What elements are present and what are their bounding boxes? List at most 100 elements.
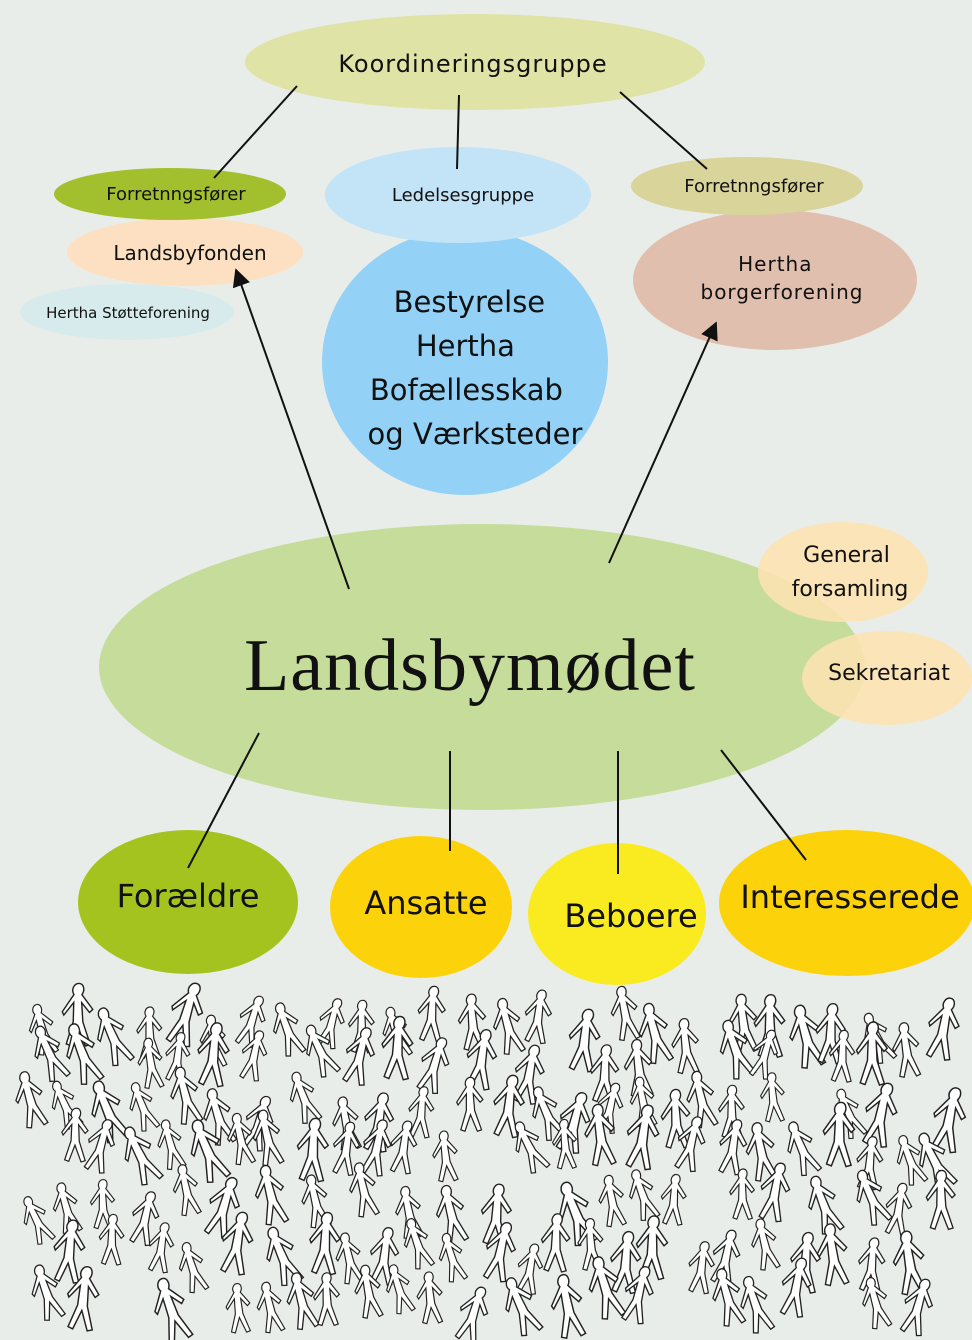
koordineringsgruppe-node bbox=[245, 14, 705, 110]
connector-koordinering-ledelses bbox=[456, 94, 460, 170]
interesserede-node bbox=[719, 830, 972, 976]
forretningsforer-left-label: Forretnngsfører bbox=[106, 184, 246, 205]
person-figure-icon bbox=[861, 1082, 898, 1148]
person-figure-icon bbox=[787, 1121, 823, 1177]
person-figure-icon bbox=[256, 1281, 286, 1334]
person-figure-icon bbox=[123, 1126, 165, 1186]
person-figure-icon bbox=[83, 1119, 116, 1174]
borgerforening-line-2: borgerforening bbox=[701, 280, 864, 304]
person-figure-icon bbox=[660, 1173, 687, 1226]
person-figure-icon bbox=[66, 1023, 105, 1085]
ledelsesgruppe-node bbox=[325, 147, 591, 243]
person-figure-icon bbox=[172, 1164, 202, 1217]
person-figure-icon bbox=[625, 1104, 660, 1171]
person-figure-icon bbox=[349, 1162, 381, 1218]
person-figure-icon bbox=[289, 1071, 323, 1124]
person-figure-icon bbox=[381, 1015, 414, 1081]
person-figure-icon bbox=[638, 1002, 675, 1065]
person-figure-icon bbox=[718, 1119, 748, 1176]
person-figure-icon bbox=[98, 1213, 125, 1266]
ledelsesgruppe-label: Ledelsesgruppe bbox=[392, 185, 534, 206]
person-figure-icon bbox=[341, 1027, 376, 1086]
person-figure-icon bbox=[31, 1264, 67, 1321]
person-figure-icon bbox=[360, 1119, 392, 1177]
bestyrelse-line-3: Bofællesskab bbox=[370, 373, 563, 407]
person-figure-icon bbox=[147, 1222, 175, 1274]
person-figure-icon bbox=[480, 1183, 513, 1247]
person-figure-icon bbox=[598, 1174, 628, 1228]
person-figure-icon bbox=[686, 1070, 719, 1129]
crowd-of-people bbox=[15, 982, 967, 1340]
general-line-1: General bbox=[803, 543, 890, 568]
person-figure-icon bbox=[416, 1271, 444, 1325]
person-figure-icon bbox=[660, 1088, 691, 1149]
person-figure-icon bbox=[252, 1109, 285, 1167]
person-figure-icon bbox=[203, 1088, 238, 1146]
person-figure-icon bbox=[555, 1092, 591, 1154]
person-figure-icon bbox=[286, 1272, 320, 1331]
arrow-to-borgerforening bbox=[608, 321, 718, 564]
person-figure-icon bbox=[729, 1168, 756, 1221]
person-figure-icon bbox=[808, 1175, 845, 1235]
person-figure-icon bbox=[129, 1191, 160, 1247]
person-figure-icon bbox=[225, 1282, 252, 1334]
person-figure-icon bbox=[203, 1176, 241, 1239]
person-figure-icon bbox=[129, 1082, 161, 1132]
landsbymodet-label: Landsbymødet bbox=[244, 625, 696, 707]
person-figure-icon bbox=[532, 1086, 568, 1141]
person-figure-icon bbox=[930, 1087, 967, 1154]
person-figure-icon bbox=[369, 1227, 400, 1286]
sekretariat-node bbox=[802, 631, 972, 725]
person-figure-icon bbox=[712, 1268, 747, 1327]
person-figure-icon bbox=[305, 1024, 342, 1078]
person-figure-icon bbox=[403, 1218, 436, 1270]
connector-koordinering-forretning-left bbox=[213, 85, 298, 179]
person-figure-icon bbox=[855, 1021, 889, 1086]
person-figure-icon bbox=[492, 997, 527, 1055]
bestyrelse-line-1: Bestyrelse bbox=[394, 285, 546, 319]
person-figure-icon bbox=[748, 1029, 779, 1080]
person-figure-icon bbox=[899, 1278, 934, 1337]
person-figure-icon bbox=[740, 1275, 776, 1334]
person-figure-icon bbox=[165, 1032, 191, 1083]
person-figure-icon bbox=[758, 1162, 791, 1223]
person-figure-icon bbox=[157, 1119, 187, 1171]
person-figure-icon bbox=[505, 1277, 544, 1337]
person-figure-icon bbox=[589, 1044, 620, 1104]
person-figure-icon bbox=[620, 1266, 654, 1325]
person-figure-icon bbox=[588, 1256, 627, 1320]
hertha-stotteforening-label: Hertha Støtteforening bbox=[46, 304, 210, 322]
person-figure-icon bbox=[688, 1241, 716, 1295]
person-figure-icon bbox=[465, 1029, 498, 1091]
person-figure-icon bbox=[197, 1022, 230, 1088]
person-figure-icon bbox=[759, 1072, 786, 1123]
ansatte-label: Ansatte bbox=[364, 884, 487, 922]
interesserede-label: Interesserede bbox=[740, 878, 959, 916]
hertha-borgerforening-label: Hertha borgerforening bbox=[701, 252, 864, 304]
ansatte-node bbox=[330, 836, 512, 978]
person-figure-icon bbox=[858, 1237, 886, 1293]
person-figure-icon bbox=[635, 1215, 669, 1281]
person-figure-icon bbox=[15, 1071, 49, 1129]
bestyrelse-line-2: Hertha bbox=[416, 329, 515, 363]
person-figure-icon bbox=[514, 1121, 551, 1174]
connector-koordinering-forretning-right bbox=[619, 91, 708, 170]
person-figure-icon bbox=[512, 1044, 545, 1105]
person-figure-icon bbox=[751, 1218, 781, 1271]
person-figure-icon bbox=[671, 1018, 700, 1075]
hertha-borgerforening-node bbox=[633, 210, 917, 350]
general-forsamling-label: General forsamling bbox=[792, 543, 909, 602]
person-figure-icon bbox=[296, 1117, 330, 1183]
person-figure-icon bbox=[822, 1101, 856, 1168]
person-figure-icon bbox=[524, 989, 553, 1045]
forretningsforer-left-node bbox=[54, 168, 286, 220]
person-figure-icon bbox=[628, 1169, 661, 1221]
person-figure-icon bbox=[170, 1066, 204, 1125]
person-figure-icon bbox=[137, 1037, 165, 1090]
person-figure-icon bbox=[226, 1112, 257, 1166]
person-figure-icon bbox=[789, 1004, 827, 1069]
person-figure-icon bbox=[674, 1116, 706, 1173]
bestyrelse-node bbox=[322, 229, 608, 495]
sekretariat-label: Sekretariat bbox=[828, 661, 950, 686]
